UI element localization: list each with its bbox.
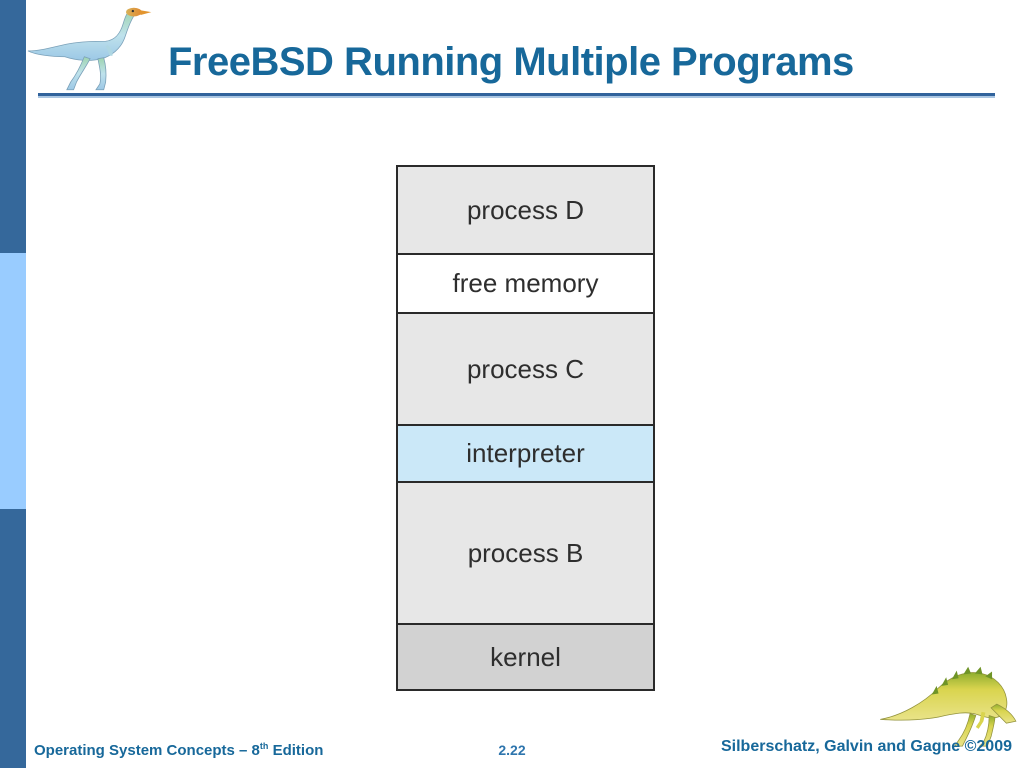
dinosaur-icon (880, 666, 1017, 747)
footer-book-title-suffix: Edition (268, 742, 324, 759)
memory-block-process-D: process D (398, 167, 653, 255)
footer-page-number: 2.22 (498, 742, 526, 758)
memory-block-label: free memory (452, 268, 599, 298)
memory-block-label: process B (467, 537, 584, 568)
sidebar-segment-top (0, 0, 26, 253)
memory-block-free-memory: free memory (398, 255, 653, 314)
memory-block-process-B: process B (398, 483, 653, 625)
footer-book-title-prefix: Operating System Concepts – 8 (34, 742, 260, 759)
memory-diagram: process D free memory process C interpreter… (396, 165, 655, 691)
slide-title: FreeBSD Running Multiple Programs (168, 40, 854, 84)
memory-block-label: kernel (490, 641, 561, 672)
sidebar-accent-bar (0, 0, 26, 768)
title-divider (38, 93, 995, 98)
memory-block-label: interpreter (466, 438, 585, 468)
memory-block-interpreter: interpreter (398, 426, 653, 483)
sidebar-segment-middle (0, 253, 26, 509)
sidebar-segment-bottom (0, 509, 26, 768)
footer-book-title: Operating System Concepts – 8th Edition (34, 741, 323, 759)
footer-authors: Silberschatz, Galvin and Gagne ©2009 (720, 738, 1012, 755)
memory-block-label: process D (466, 194, 585, 225)
memory-block-kernel: kernel (398, 625, 653, 689)
memory-block-label: process C (466, 353, 585, 384)
footer-book-title-superscript: th (259, 741, 269, 751)
dinosaur-icon (27, 7, 152, 91)
memory-block-process-C: process C (398, 314, 653, 426)
